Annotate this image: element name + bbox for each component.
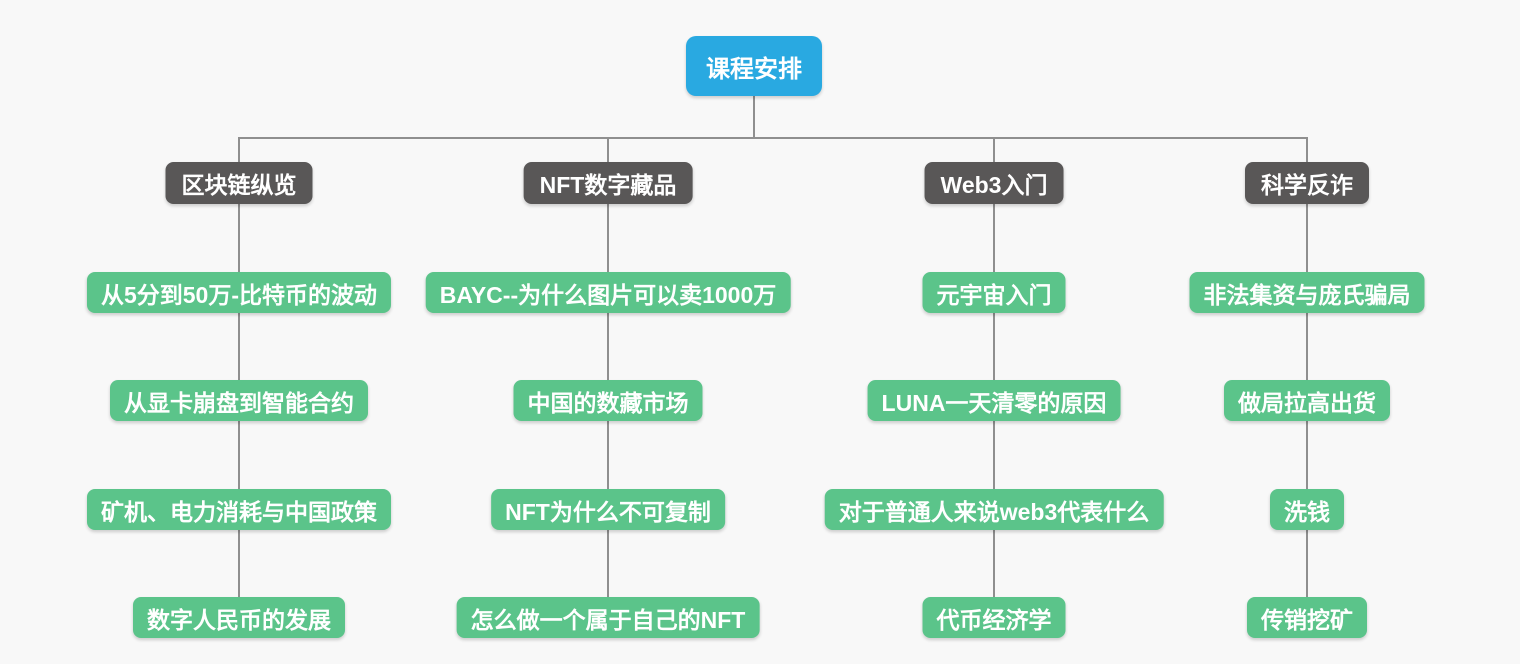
connector-line — [1306, 530, 1308, 597]
connector-line — [1306, 313, 1308, 380]
root-node-course-plan[interactable]: 课程安排 — [686, 36, 822, 96]
connector-line — [993, 421, 995, 489]
connector-line — [607, 137, 609, 162]
leaf-node[interactable]: 怎么做一个属于自己的NFT — [456, 597, 760, 638]
leaf-node[interactable]: 矿机、电力消耗与中国政策 — [87, 489, 391, 530]
leaf-node[interactable]: 从5分到50万-比特币的波动 — [86, 272, 392, 313]
leaf-node[interactable]: BAYC--为什么图片可以卖1000万 — [425, 272, 791, 313]
connector-line — [1306, 421, 1308, 489]
connector-line — [607, 313, 609, 380]
branch-node-anti-fraud[interactable]: 科学反诈 — [1245, 162, 1369, 204]
connector-line — [993, 530, 995, 597]
leaf-node[interactable]: 中国的数藏市场 — [513, 380, 703, 421]
connector-line — [753, 96, 755, 137]
leaf-node[interactable]: LUNA一天清零的原因 — [867, 380, 1121, 421]
leaf-node[interactable]: 从显卡崩盘到智能合约 — [110, 380, 368, 421]
connector-line — [238, 313, 240, 380]
connector-line — [993, 204, 995, 272]
connector-line — [993, 313, 995, 380]
connector-line — [993, 137, 995, 162]
branch-node-nft-collectibles[interactable]: NFT数字藏品 — [523, 162, 693, 204]
connector-line — [238, 204, 240, 272]
connector-line — [238, 421, 240, 489]
connector-line — [1306, 137, 1308, 162]
connector-line — [238, 530, 240, 597]
leaf-node[interactable]: 非法集资与庞氏骗局 — [1189, 272, 1425, 313]
connector-line — [238, 137, 240, 162]
connector-line — [1306, 204, 1308, 272]
leaf-node[interactable]: 元宇宙入门 — [922, 272, 1066, 313]
connector-line — [607, 421, 609, 489]
leaf-node[interactable]: 代币经济学 — [922, 597, 1066, 638]
leaf-node[interactable]: 做局拉高出货 — [1224, 380, 1390, 421]
leaf-node[interactable]: 数字人民币的发展 — [133, 597, 345, 638]
connector-rail — [238, 137, 1308, 139]
connector-line — [607, 530, 609, 597]
leaf-node[interactable]: NFT为什么不可复制 — [491, 489, 725, 530]
branch-node-web3-intro[interactable]: Web3入门 — [924, 162, 1064, 204]
connector-line — [607, 204, 609, 272]
leaf-node[interactable]: 对于普通人来说web3代表什么 — [824, 489, 1164, 530]
leaf-node[interactable]: 传销挖矿 — [1247, 597, 1367, 638]
leaf-node[interactable]: 洗钱 — [1270, 489, 1344, 530]
branch-node-blockchain-overview[interactable]: 区块链纵览 — [165, 162, 313, 204]
